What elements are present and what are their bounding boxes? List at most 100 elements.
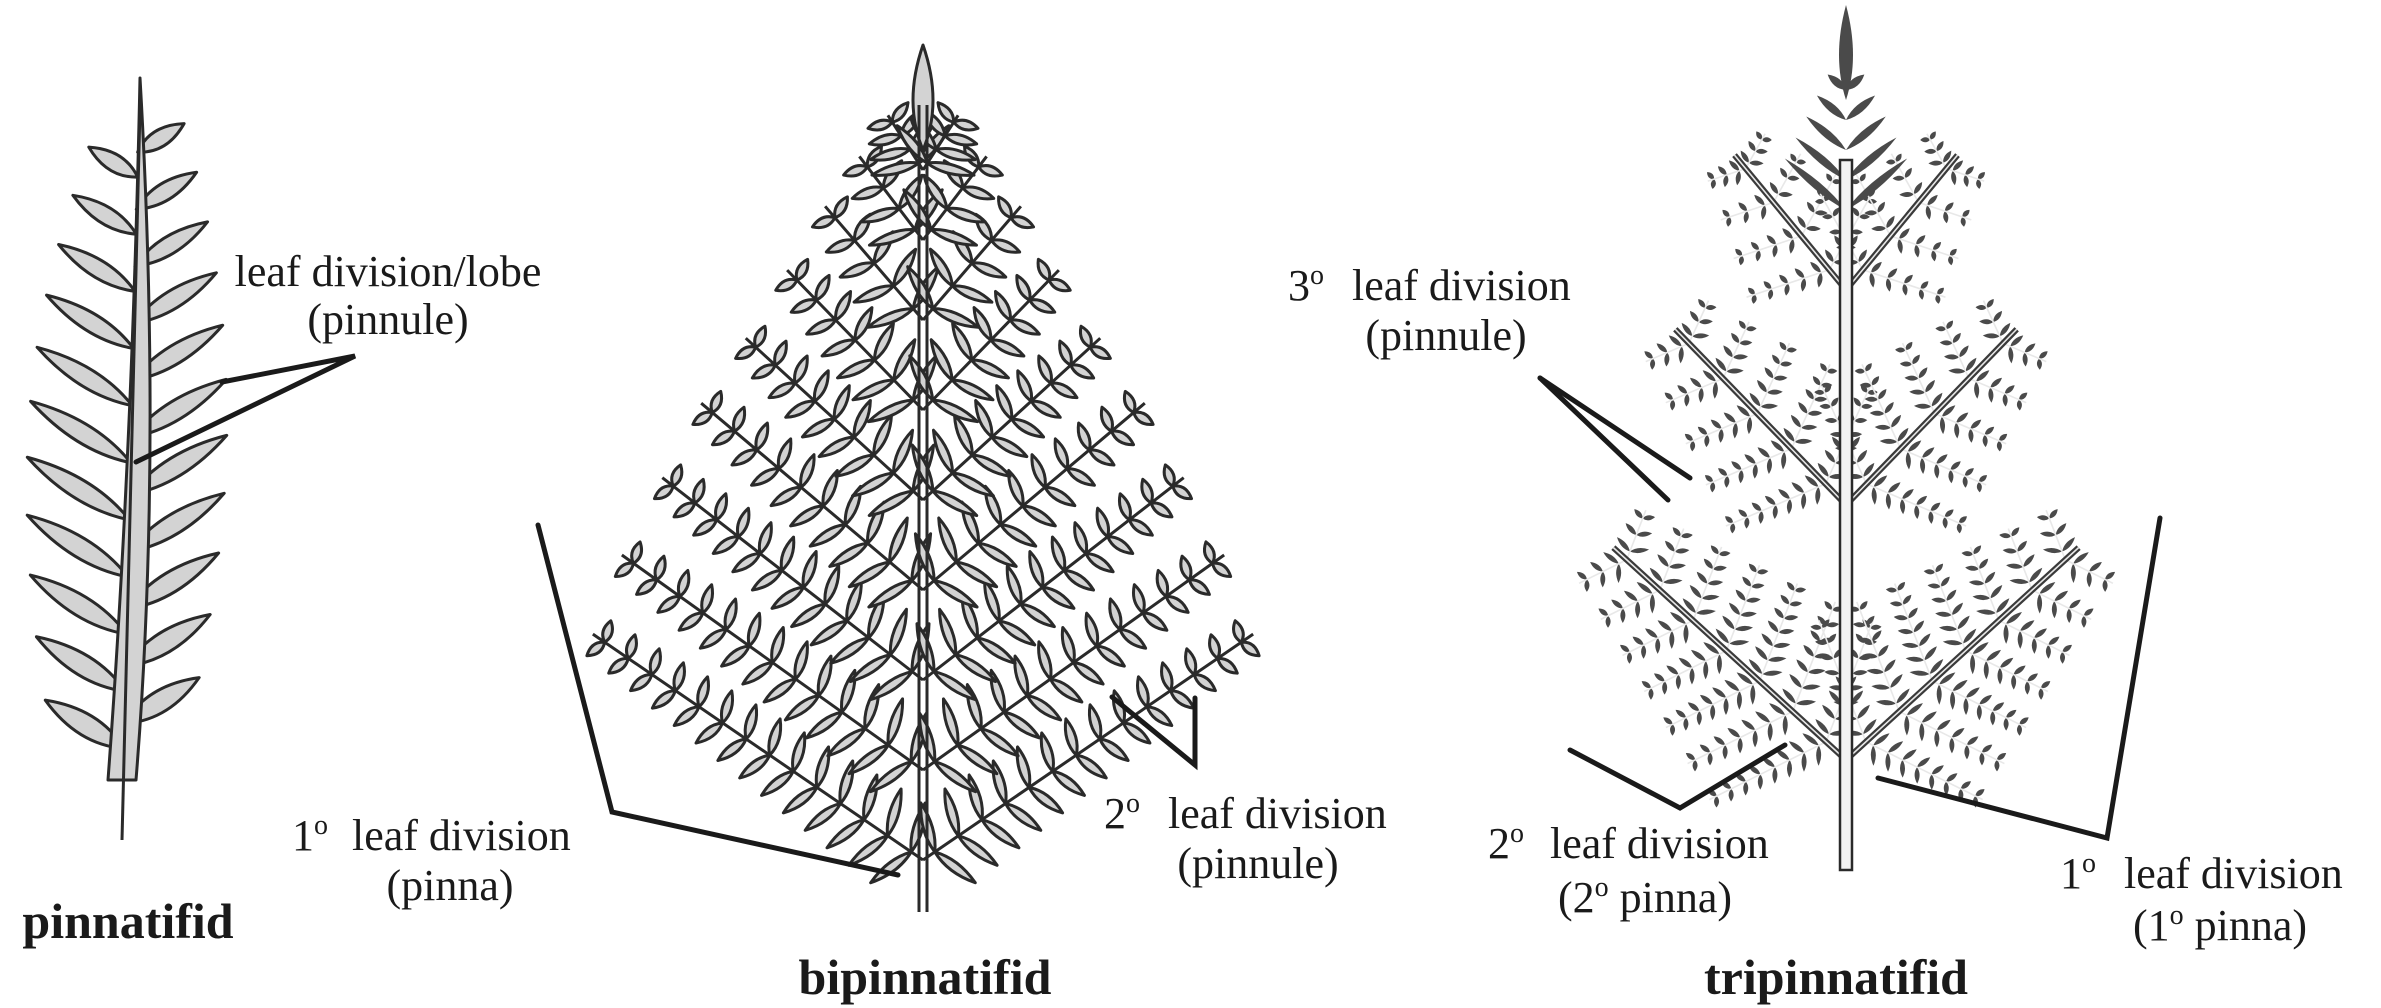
pinnule [1928,511,1933,524]
pinnule [626,635,636,659]
pinnule [1049,279,1070,290]
pinnule [1748,288,1755,295]
pinnule [952,380,993,400]
pinnule [1097,646,1125,666]
pinnule [1101,407,1112,431]
pinnule [1218,658,1238,673]
pinnule [1015,656,1028,696]
pinnule [1724,698,1729,715]
pinnule [938,103,954,122]
pinnule [1725,516,1733,523]
pinnule [995,292,1010,321]
pinnule [1985,427,1994,435]
pinnule [1600,572,1605,588]
pinnule [1611,600,1623,609]
bipinnatifid-frond [587,45,1259,912]
pinnule [1950,691,1955,710]
pinnule [1948,470,1953,483]
pinnule [2005,385,2015,393]
pinnule [1767,235,1776,244]
pinnule [999,621,1035,645]
pinnule [1768,621,1779,633]
pinnule [992,437,1027,457]
pinnule [1954,423,1959,439]
pinnule [2025,343,2036,352]
pinna-axis [1846,329,2017,505]
label-tripinnatifid-2-pinna-line2: (2o pinna) [1558,872,1732,922]
pinnule [831,638,869,663]
pinnule [1739,470,1744,483]
pinnule [1796,700,1816,705]
pinnule [1939,626,1957,631]
pinnule [1673,527,1681,536]
pinnule [718,739,746,760]
pinnule [1915,767,1920,784]
pinnule [1666,666,1678,675]
secondary-axis [1866,484,1966,526]
pinnule [1722,616,1734,630]
rachis [1840,160,1852,870]
pinnule [791,506,824,526]
pinnule [1789,674,1802,688]
pinnule [1979,559,1988,569]
pinnule [1590,562,1603,571]
pinnule [1724,680,1739,691]
pinnule [945,789,959,836]
pinnule [1714,736,1726,745]
pinnule [1755,711,1770,722]
caption-tripinnatifid: tripinnatifid [1704,949,1968,1005]
pinnule [1893,176,1905,181]
pinnule [778,439,791,469]
pinnule [752,469,779,486]
pinnule [2069,600,2081,609]
pinnule [825,566,839,604]
pinnule [931,229,977,245]
pinnule [1984,661,1989,679]
pinnule [1916,496,1927,505]
pinnule [999,197,1012,218]
pinnule [1030,300,1055,313]
pinnule [1914,621,1925,633]
pinnule [1787,760,1792,778]
pinnule [1952,728,1965,737]
label-bipinnatifid-pinnule-line2: (pinnule) [1177,839,1338,888]
pinnule [743,663,773,685]
pinnule [752,365,775,378]
pinnule [1768,723,1773,742]
pinnule [1808,669,1825,674]
pinnule [1813,376,1820,385]
label-pinnatifid-lobe-line1: leaf division/lobe [235,247,542,296]
pinnule [1928,161,1943,166]
pinnule [1675,548,1690,553]
pinnule [1990,711,1995,725]
pinnule [1943,211,1948,223]
pinnule [1679,658,1692,668]
pinnule [1900,499,1905,514]
pinnule [822,340,855,356]
pinnule [792,604,826,627]
pinnule [1089,450,1114,465]
pinnule [1743,782,1748,796]
pinnule [1704,559,1713,569]
pinnule [1090,347,1110,359]
pinnule [1697,711,1702,725]
pinnule [1669,564,1686,569]
pinnule [893,430,912,473]
pinnule [835,197,848,218]
pinnule [1789,239,1794,254]
pinnule [1742,577,1751,587]
pinnule [1166,596,1188,612]
pinnule [1076,755,1106,778]
pinnule [993,761,1006,804]
pinnule [1039,356,1052,383]
pinnule [1074,663,1104,685]
pinnule [1071,365,1094,378]
pinnule [1004,712,1039,738]
pinnule [1948,369,1965,374]
pinnule [1731,333,1739,343]
pinnule [1791,415,1801,428]
pinnule [1052,537,1065,570]
pinnule [854,401,870,438]
pinnule [836,292,851,321]
pinnule [810,525,845,547]
